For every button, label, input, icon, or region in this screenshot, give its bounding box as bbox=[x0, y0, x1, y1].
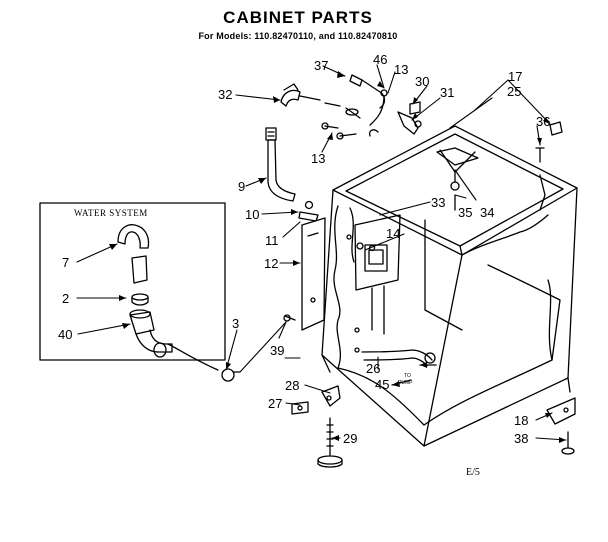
water-system-box bbox=[39, 202, 226, 361]
callout-7: 7 bbox=[62, 255, 69, 270]
to-pump-label-line2: PUMP bbox=[398, 380, 413, 386]
callout-13-left: 13 bbox=[311, 151, 325, 166]
callout-30: 30 bbox=[415, 74, 429, 89]
callout-29: 29 bbox=[343, 431, 357, 446]
callout-labels: 32 37 46 13 30 31 17 25 36 13 9 10 11 12… bbox=[58, 52, 550, 478]
callout-33: 33 bbox=[431, 195, 445, 210]
callout-35: 35 bbox=[458, 205, 472, 220]
callout-25: 25 bbox=[507, 84, 521, 99]
leader-lines bbox=[76, 64, 567, 441]
callout-37: 37 bbox=[314, 58, 328, 73]
callout-28: 28 bbox=[285, 378, 299, 393]
filter-part-2 bbox=[131, 255, 149, 306]
callout-13-top: 13 bbox=[394, 62, 408, 77]
bracket-part-18 bbox=[546, 397, 576, 425]
callout-12: 12 bbox=[264, 256, 278, 271]
leg-bracket-part-28 bbox=[321, 385, 341, 407]
clip-part-13 bbox=[321, 122, 379, 140]
callout-11: 11 bbox=[265, 233, 279, 248]
plug-part-37 bbox=[345, 74, 386, 119]
callout-26: 26 bbox=[366, 361, 380, 376]
page-code: E/5 bbox=[466, 467, 480, 478]
fitting-part-10 bbox=[298, 200, 319, 222]
leg-part-29 bbox=[317, 417, 343, 468]
vent-hose-part-9 bbox=[265, 127, 296, 202]
callout-38: 38 bbox=[514, 431, 528, 446]
callout-40: 40 bbox=[58, 327, 72, 342]
harness-part-46 bbox=[369, 89, 388, 126]
callout-14: 14 bbox=[386, 226, 400, 241]
callout-17: 17 bbox=[508, 69, 522, 84]
callout-9: 9 bbox=[238, 179, 245, 194]
callout-18: 18 bbox=[514, 413, 528, 428]
callout-27: 27 bbox=[268, 396, 282, 411]
callout-31: 31 bbox=[440, 85, 454, 100]
leg-part-38 bbox=[561, 431, 575, 455]
model-subtitle: For Models: 110.82470110, and 110.824708… bbox=[198, 31, 398, 41]
page-title: CABINET PARTS bbox=[223, 8, 373, 27]
callout-10: 10 bbox=[245, 207, 259, 222]
screw-part-36 bbox=[535, 147, 545, 163]
callout-2: 2 bbox=[62, 291, 69, 306]
hose-part-7 bbox=[117, 224, 150, 249]
clip-part-27 bbox=[291, 401, 309, 415]
clamp-part-30 bbox=[409, 101, 421, 115]
cabinet-body bbox=[321, 125, 578, 447]
bracket-part-12 bbox=[301, 217, 326, 331]
screw-part-39 bbox=[283, 314, 296, 322]
harness-part-32 bbox=[280, 83, 341, 107]
bracket-part-17 bbox=[549, 121, 563, 136]
callout-36: 36 bbox=[536, 114, 550, 129]
callout-45: 45 bbox=[375, 377, 389, 392]
callout-34: 34 bbox=[480, 205, 494, 220]
clamp-part-3 bbox=[221, 368, 241, 382]
to-pump-label-line1: TO bbox=[404, 373, 411, 379]
callout-32: 32 bbox=[218, 87, 232, 102]
water-system-title: WATER SYSTEM bbox=[74, 208, 148, 218]
clamp-part-31 bbox=[397, 111, 422, 135]
callout-46: 46 bbox=[373, 52, 387, 67]
callout-3: 3 bbox=[232, 316, 239, 331]
arrowheads bbox=[109, 71, 566, 443]
valve-part-40 bbox=[129, 309, 219, 371]
callout-39: 39 bbox=[270, 343, 284, 358]
